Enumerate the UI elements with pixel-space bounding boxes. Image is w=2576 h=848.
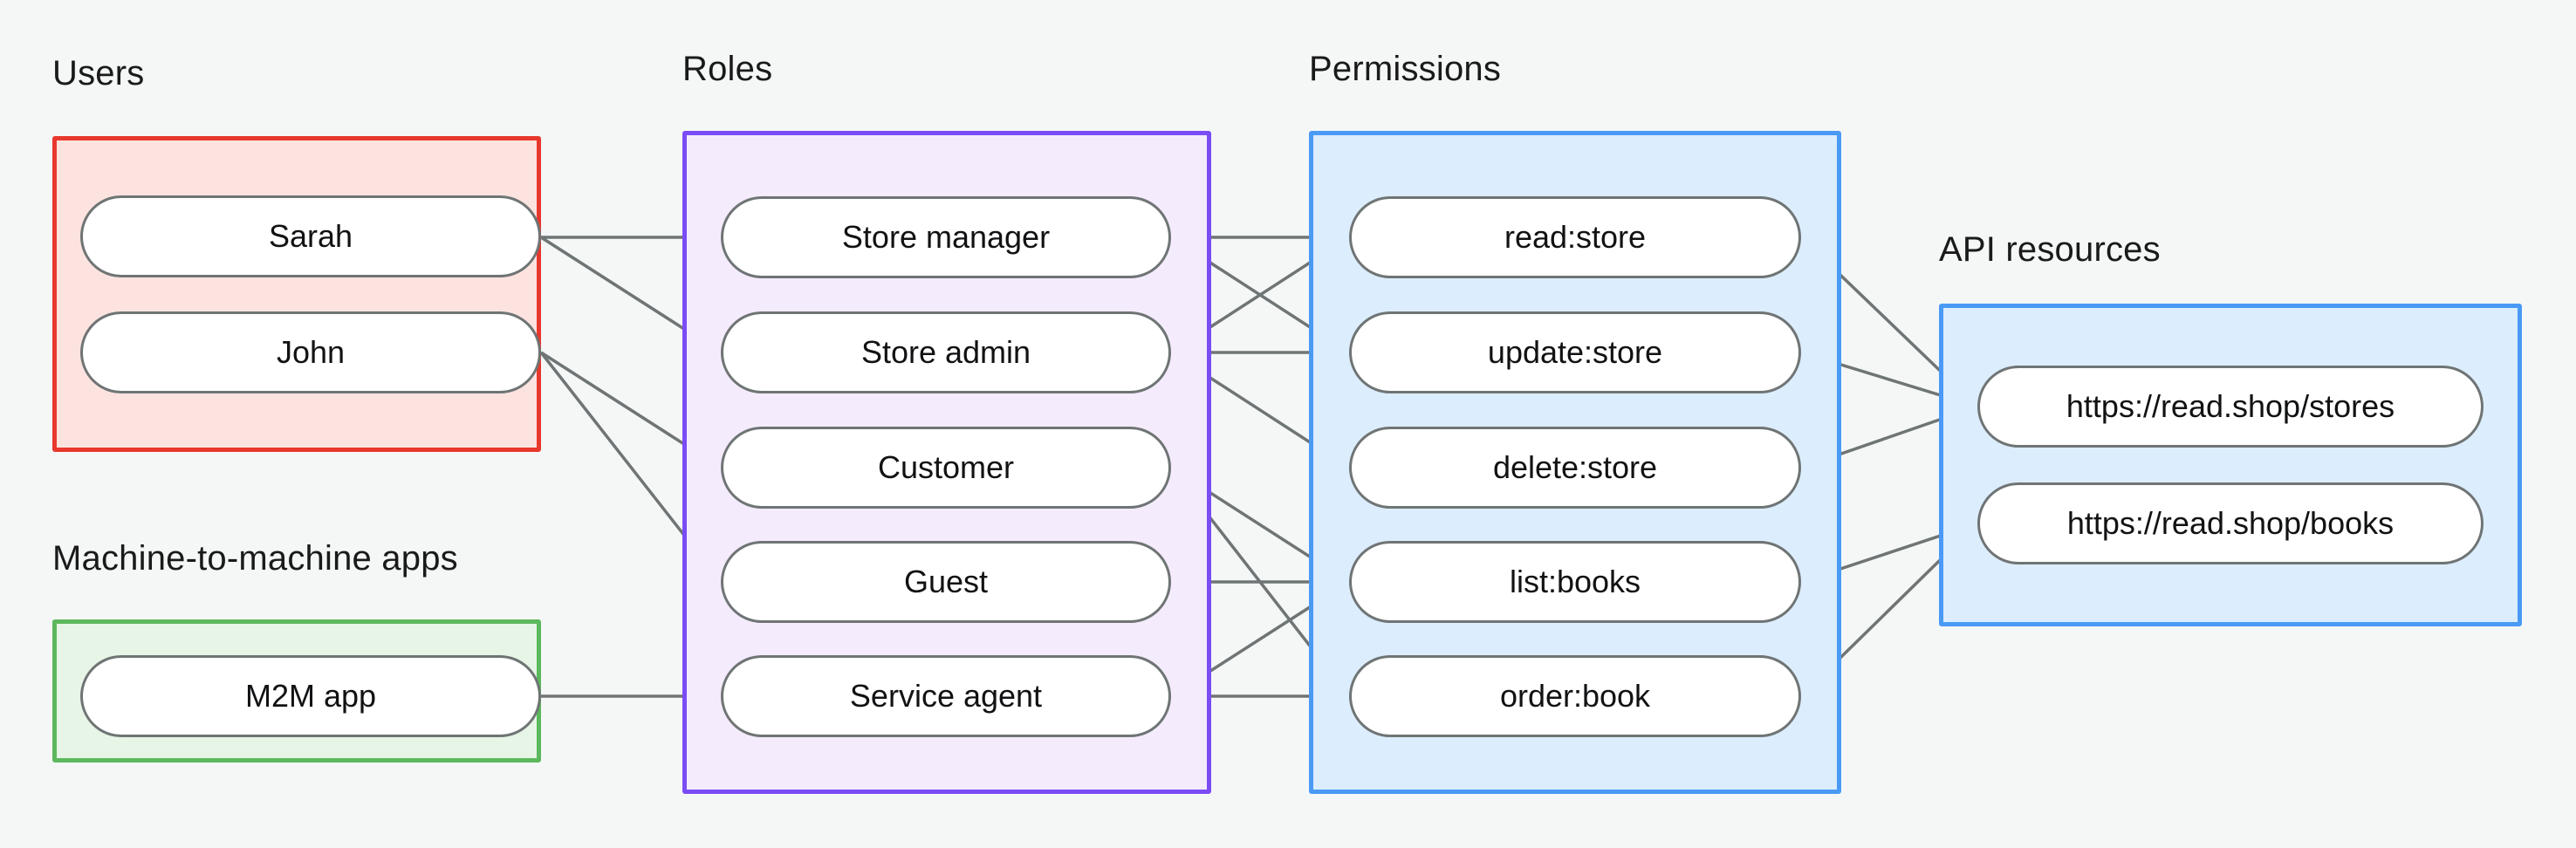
group-box-users [52, 136, 541, 452]
group-box-api-resources [1939, 304, 2522, 626]
node-read-store[interactable]: read:store [1349, 196, 1801, 278]
group-title-m2m: Machine-to-machine apps [52, 539, 458, 578]
node-sarah[interactable]: Sarah [80, 195, 541, 277]
node-store-admin[interactable]: Store admin [721, 311, 1171, 393]
node-m2m-app[interactable]: M2M app [80, 655, 541, 737]
node-order-book[interactable]: order:book [1349, 655, 1801, 737]
node-res-books[interactable]: https://read.shop/books [1977, 482, 2484, 564]
node-service-agent[interactable]: Service agent [721, 655, 1171, 737]
node-list-books[interactable]: list:books [1349, 541, 1801, 623]
node-update-store[interactable]: update:store [1349, 311, 1801, 393]
node-store-manager[interactable]: Store manager [721, 196, 1171, 278]
group-title-api-resources: API resources [1939, 230, 2161, 269]
node-res-stores[interactable]: https://read.shop/stores [1977, 366, 2484, 448]
node-delete-store[interactable]: delete:store [1349, 427, 1801, 509]
group-title-users: Users [52, 54, 145, 92]
group-title-permissions: Permissions [1309, 50, 1502, 88]
node-guest[interactable]: Guest [721, 541, 1171, 623]
node-john[interactable]: John [80, 311, 541, 393]
node-customer[interactable]: Customer [721, 427, 1171, 509]
group-title-roles: Roles [682, 50, 773, 88]
